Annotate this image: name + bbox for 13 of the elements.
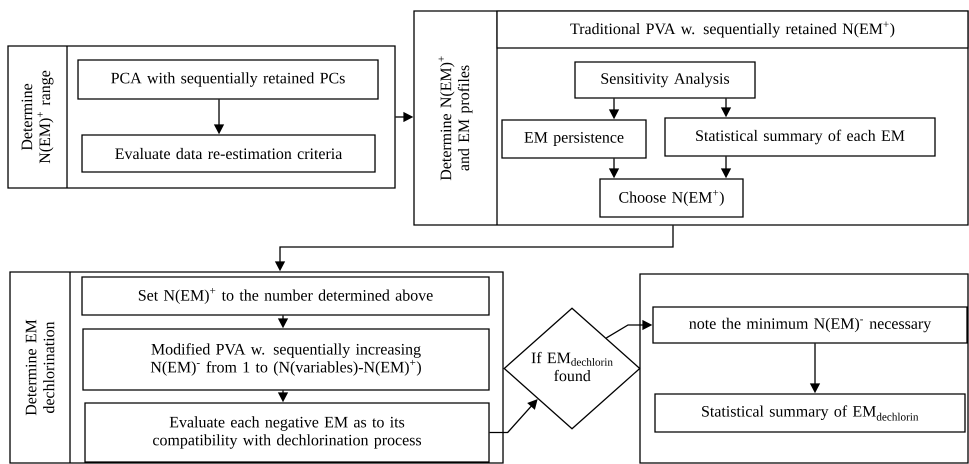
process-box: Choose N(EM$^{+}$) bbox=[599, 178, 744, 218]
process-box: Statistical summary of each EM bbox=[664, 117, 936, 157]
process-box: Sensitivity Analysis bbox=[574, 61, 756, 99]
header-band: Traditional PVA w. sequentially retained N(EM$^{+}$) bbox=[496, 10, 969, 49]
process-box: note the minimum N(EM)$^{-}$ necessary bbox=[652, 306, 968, 344]
process-box: EM persistence bbox=[501, 119, 647, 159]
process-box: Set N(EM)$^{+}$ to the number determined above bbox=[81, 276, 490, 316]
process-box: PCA with sequentially retained PCs bbox=[77, 59, 379, 100]
process-box: Modified PVA w. sequentially increasing N(EM)$^{-}$ from 1 to (N(variables)-N(EM)$^{+}$) bbox=[82, 328, 490, 391]
process-box: $\mathrm{Statistical\ summary\ of\ EM}_{\mathrm{dechlorin}}$ bbox=[654, 393, 966, 433]
process-box: Evaluate data re-estimation criteria bbox=[81, 134, 376, 173]
process-box: Evaluate each negative EM as to its compatibility with dechlorination process bbox=[84, 402, 490, 463]
panel bbox=[639, 273, 969, 464]
